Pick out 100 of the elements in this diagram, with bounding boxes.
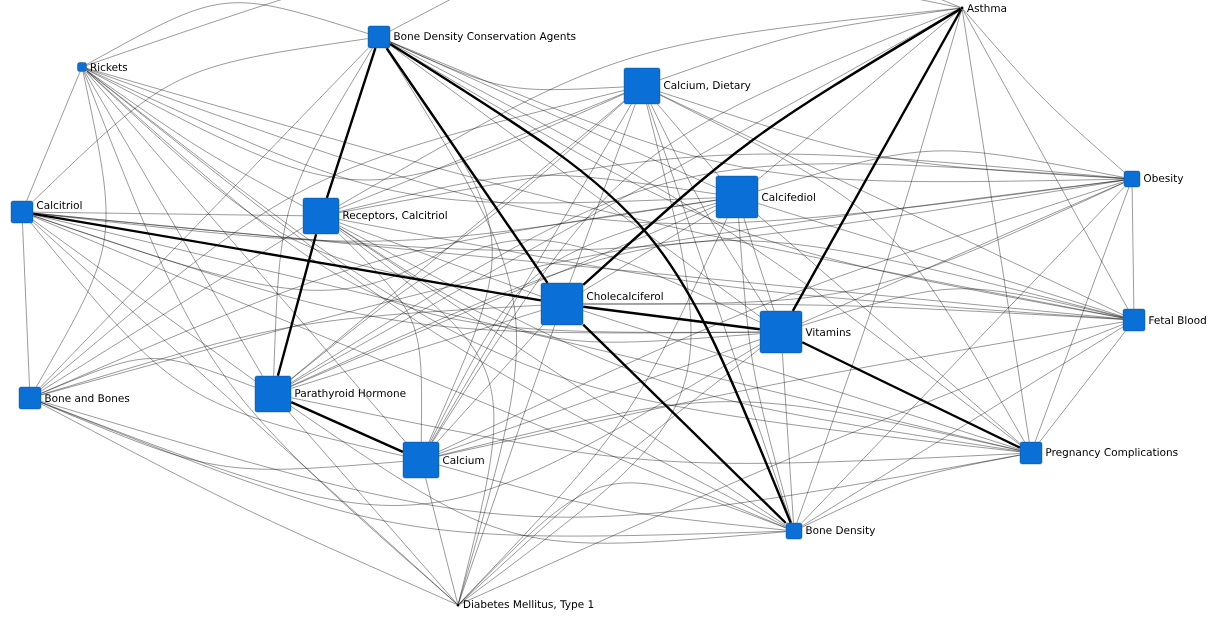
node-label: Receptors, Calcitriol — [343, 210, 447, 222]
network-node: Asthma — [960, 3, 1007, 13]
network-edge — [339, 227, 760, 343]
network-edge — [743, 218, 775, 311]
network-edge — [86, 68, 1123, 319]
network-edge — [758, 150, 1124, 192]
network-edge — [85, 71, 406, 442]
network-edge — [738, 218, 792, 523]
network-edge — [802, 288, 1123, 326]
network-edge — [41, 199, 716, 394]
network-edge — [425, 478, 458, 604]
network-edge — [288, 412, 458, 604]
network-edge — [758, 203, 1123, 317]
network-edge — [796, 9, 962, 523]
network-edge — [33, 211, 303, 216]
network-edge — [962, 9, 1124, 172]
network-node: Parathyroid Hormone — [254, 375, 406, 413]
network-edge — [339, 233, 422, 442]
network-edge — [802, 454, 1020, 528]
network-edge — [660, 94, 1025, 442]
network-edge — [386, 48, 493, 442]
network-edge — [26, 71, 81, 201]
network-edge — [291, 310, 541, 389]
network-node: Vitamins — [759, 310, 851, 354]
node-label: Obesity — [1144, 173, 1184, 185]
network-edge — [390, 0, 961, 32]
network-edge — [291, 406, 786, 544]
network-edge — [40, 48, 369, 387]
network-edge — [290, 401, 404, 453]
network-edge — [430, 203, 716, 442]
network-edge — [648, 104, 792, 523]
network-edge — [291, 163, 1124, 383]
network-edge — [41, 403, 457, 605]
network-edge — [583, 310, 1020, 450]
node-label: Calcium — [443, 455, 484, 465]
network-node: Calcium — [402, 441, 484, 479]
network-edge — [583, 305, 760, 331]
network-edge — [339, 229, 494, 604]
network-edge — [33, 215, 760, 334]
network-edge — [650, 104, 768, 311]
network-edge — [41, 227, 303, 392]
network-node: Calcifediol — [715, 175, 815, 219]
network-edge — [439, 339, 760, 454]
network-edge — [439, 181, 1124, 452]
network-node: Fetal Blood — [1122, 308, 1206, 332]
network-edge — [459, 482, 786, 604]
network-edge — [41, 402, 403, 470]
network-edge — [583, 209, 716, 292]
network-edge — [41, 179, 1124, 396]
network-edge — [657, 104, 720, 176]
network-edge — [86, 0, 961, 66]
network-edge — [758, 8, 961, 180]
network-edge — [33, 38, 368, 202]
node-label: Vitamins — [805, 327, 851, 337]
network-node: Cholecalciferol — [540, 282, 663, 326]
node-label: Calcifediol — [762, 192, 815, 202]
network-edge — [41, 401, 1020, 518]
network-edge — [339, 219, 1123, 320]
node-label: Fetal Blood — [1149, 315, 1206, 325]
network-edge — [782, 353, 794, 523]
network-edge — [962, 9, 1129, 309]
network-edge — [802, 182, 1124, 323]
network-edge — [276, 233, 318, 377]
node-label: Cholecalciferol — [587, 291, 663, 301]
network-edge — [33, 219, 255, 381]
network-edge — [339, 225, 1020, 452]
network-edge — [582, 323, 787, 524]
network-edge — [432, 8, 961, 442]
network-node: Diabetes Mellitus, Type 1 — [456, 599, 594, 611]
network-edge — [33, 212, 1123, 320]
network-edge — [291, 8, 961, 384]
network-edge — [33, 212, 541, 302]
network-edge — [339, 175, 716, 212]
network-edge — [325, 47, 377, 199]
network-edge — [291, 240, 1123, 387]
network-edge — [33, 221, 457, 605]
node-label: Bone Density — [806, 525, 876, 537]
network-edge — [339, 7, 961, 206]
network-edge — [291, 100, 624, 380]
network-edge — [41, 358, 255, 394]
network-edge — [390, 41, 1124, 182]
network-edge — [389, 43, 792, 524]
network-edge — [291, 397, 1020, 464]
network-node: Obesity — [1123, 170, 1184, 188]
network-edge — [569, 104, 636, 283]
network-edge — [33, 216, 786, 528]
network-edge — [583, 303, 1123, 320]
node-label: Calcitriol — [37, 200, 82, 210]
network-edge — [84, 71, 263, 376]
network-edge — [86, 70, 303, 207]
network-edge — [86, 71, 760, 333]
node-label: Bone and Bones — [45, 393, 130, 403]
network-edge — [390, 45, 760, 317]
network-edge — [36, 71, 107, 387]
network-edge — [1039, 331, 1126, 442]
network-node: Rickets — [77, 62, 128, 72]
network-edge — [41, 305, 541, 395]
network-edge — [41, 90, 624, 389]
network-edge — [458, 325, 555, 604]
network-edge — [291, 240, 760, 380]
